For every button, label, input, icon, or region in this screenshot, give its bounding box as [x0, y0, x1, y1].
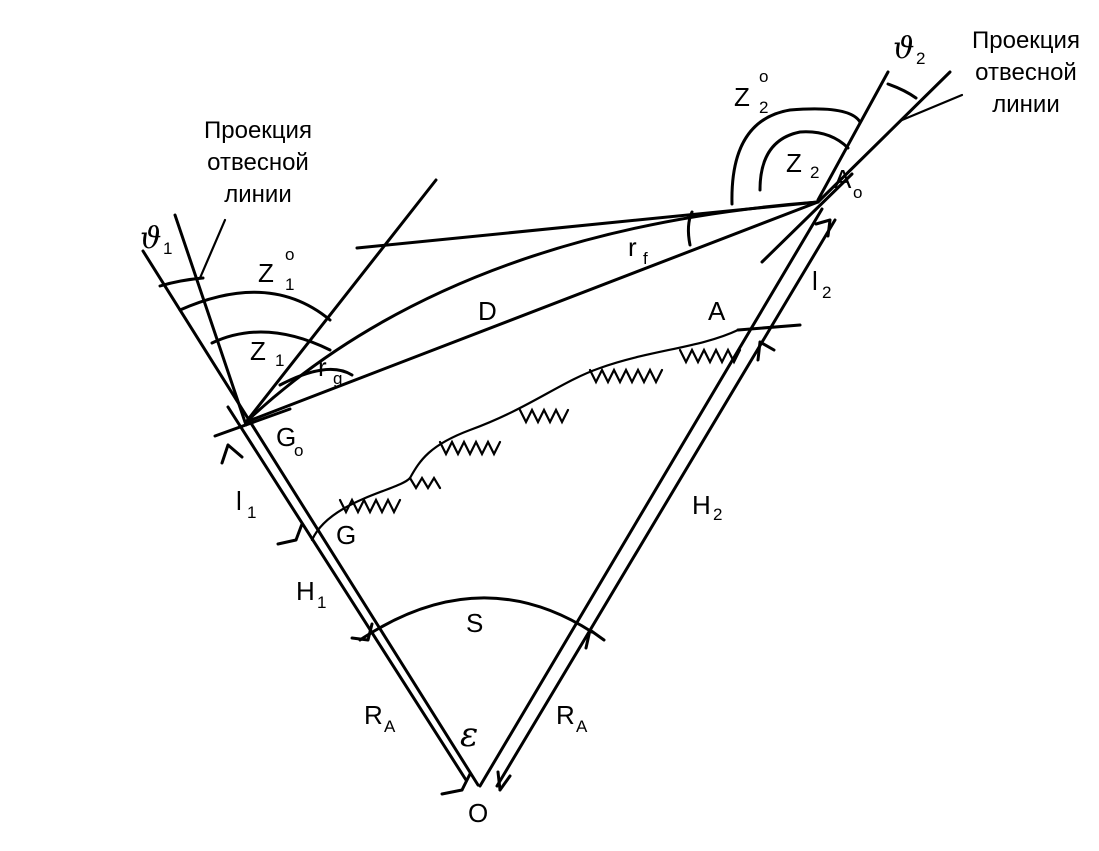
label-r-f-sub: f: [643, 249, 648, 268]
label-Z1-deg: Z: [258, 258, 274, 288]
arc-S: [358, 596, 594, 642]
dimension-arrows: [220, 218, 832, 796]
arc-r-f: [686, 210, 694, 247]
label-l2-sub: 2: [822, 283, 831, 302]
label-Z2: Z: [786, 148, 802, 178]
label-A: A: [708, 296, 726, 326]
caption-right-line3: линии: [992, 91, 1059, 118]
label-l1-sub: 1: [247, 503, 256, 522]
arc-Z2-deg: [730, 107, 862, 206]
tick-at-A: [736, 323, 802, 332]
arc-theta2: [886, 82, 918, 100]
label-O: O: [468, 798, 488, 828]
left-horizon-line: [244, 178, 438, 424]
label-Z1-deg-sub: 1: [285, 275, 294, 294]
terrain-profile: [310, 328, 740, 542]
label-l1: l: [236, 486, 242, 516]
label-Z1: Z: [250, 336, 266, 366]
arc-Z1-deg: [178, 290, 332, 322]
label-A0-sub: o: [853, 183, 862, 202]
label-H2: H: [692, 490, 711, 520]
right-vertical-line: [478, 70, 890, 788]
label-H1: H: [296, 576, 315, 606]
label-H1-sub: 1: [317, 593, 326, 612]
left-plumb-projection-line: [173, 213, 248, 427]
terrain-teeth: [338, 347, 742, 515]
arc-Z2: [758, 130, 850, 192]
left-horizon-tick: [213, 407, 292, 438]
caption-right-line2: отвесной: [975, 59, 1077, 86]
label-A0: A: [834, 164, 852, 194]
label-H2-sub: 2: [713, 505, 722, 524]
refraction-curve: [244, 200, 820, 424]
label-D: D: [478, 296, 497, 326]
caption-left-line2: отвесной: [207, 149, 309, 176]
label-theta2: ϑ: [893, 31, 914, 66]
label-theta2-sub: 2: [916, 49, 925, 68]
label-Z2-deg-sup: o: [759, 67, 768, 86]
label-RA-left: R: [364, 700, 383, 730]
label-G: G: [336, 520, 356, 550]
label-Z2-deg-sub: 2: [759, 98, 768, 117]
label-Z2-deg: Z: [734, 82, 750, 112]
label-RA-right: R: [556, 700, 575, 730]
right-horizon-line: [760, 172, 854, 264]
label-r-g: r: [318, 352, 327, 382]
label-G0: G: [276, 422, 296, 452]
label-Z1-deg-sup: o: [285, 245, 294, 264]
caption-left-line3: линии: [224, 181, 291, 208]
label-Z1-sub: 1: [275, 351, 284, 370]
label-r-f: r: [628, 232, 637, 262]
line-of-sight-D: [244, 200, 820, 424]
label-G0-sub: o: [294, 441, 303, 460]
label-epsilon: ε: [460, 715, 478, 755]
caption-right-line1: Проекция: [972, 27, 1080, 54]
label-r-g-sub: g: [333, 369, 342, 388]
label-RA-right-sub: A: [576, 717, 588, 736]
left-vertical-line: [141, 249, 480, 787]
arc-Z1: [210, 330, 332, 352]
right-plumb-projection-line: [816, 70, 952, 204]
caption-left-line1: Проекция: [204, 117, 312, 144]
label-theta1: ϑ: [140, 221, 161, 256]
label-S: S: [466, 608, 483, 638]
leader-left-caption: [198, 218, 227, 280]
label-Z2-sub: 2: [810, 163, 819, 182]
leader-right-caption: [900, 93, 964, 122]
arc-r-g: [278, 367, 354, 387]
label-l2: l: [812, 266, 818, 296]
label-theta1-sub: 1: [163, 239, 172, 258]
label-RA-left-sub: A: [384, 717, 396, 736]
